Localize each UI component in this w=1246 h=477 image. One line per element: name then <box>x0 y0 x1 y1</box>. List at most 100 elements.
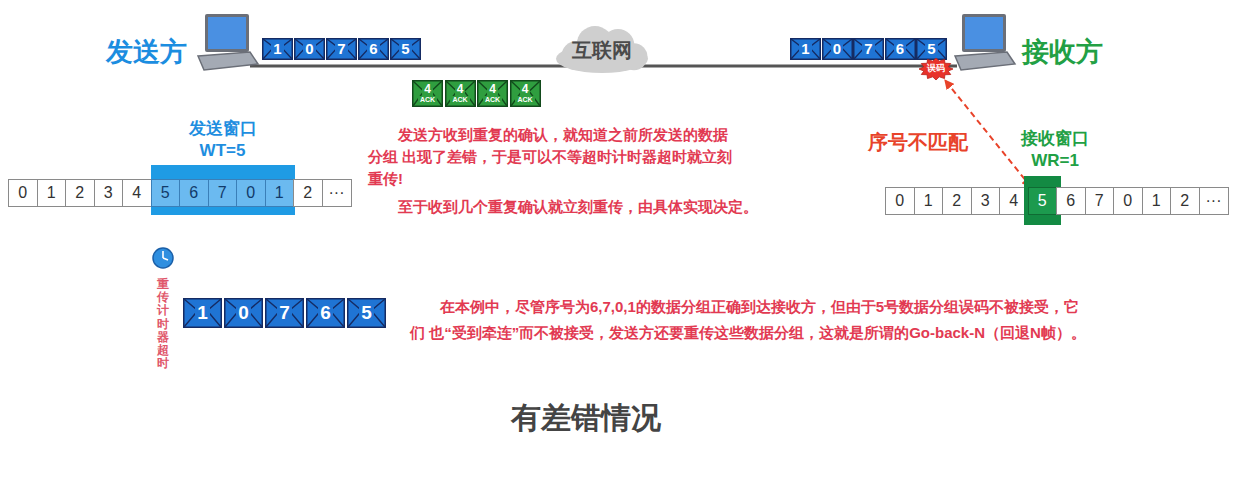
sequence-cell: 1 <box>37 179 67 207</box>
node-text: ··· <box>329 184 345 202</box>
envelope-body <box>885 39 915 60</box>
party-label: 发送方 <box>106 36 187 68</box>
envelope-flap <box>791 39 820 59</box>
laptop-screen <box>965 17 1003 49</box>
node-text: 0 <box>18 184 27 202</box>
node-text: 3 <box>981 192 990 210</box>
envelope-flap <box>307 299 344 327</box>
envelope-flap <box>511 81 540 106</box>
window-cell: 7 <box>208 179 238 207</box>
node-text: 5 <box>925 41 937 58</box>
data-packet: 0 <box>822 38 853 60</box>
sequence-cell: ··· <box>1199 187 1229 215</box>
sequence-cell: 1 <box>1142 187 1172 215</box>
ack-packet: 4ACK <box>477 80 508 107</box>
node-text: 4 <box>455 83 466 96</box>
retransmit-packet: 7 <box>265 298 304 328</box>
retransmit-packet: 0 <box>224 298 263 328</box>
node-text: 互联网 <box>572 39 632 61</box>
sequence-cell: 2 <box>65 179 95 207</box>
envelope-body <box>348 299 386 328</box>
envelope-flap <box>184 299 221 327</box>
timer-clock <box>153 248 173 268</box>
sequence-cell: 2 <box>942 187 972 215</box>
window-heading: WR=1 <box>1031 150 1079 172</box>
data-packet: 1 <box>790 38 821 60</box>
sequence-cell: 0 <box>8 179 38 207</box>
envelope-body <box>295 39 325 60</box>
receiver-laptop <box>955 14 1015 70</box>
node-text: 误码 <box>927 64 945 74</box>
envelope-body <box>266 299 304 328</box>
clock-hand <box>163 258 168 260</box>
node-text: 4 <box>487 83 498 96</box>
window-heading: 接收窗口 <box>1021 128 1089 150</box>
envelope-flap <box>348 299 385 327</box>
data-packet: 6 <box>358 38 389 60</box>
node-text: 1 <box>1152 192 1161 210</box>
window-cell: 5 <box>151 179 181 207</box>
envelope-flap <box>225 299 262 327</box>
envelope-flap <box>823 39 852 59</box>
ack-packet: 4ACK <box>445 80 476 107</box>
data-packet: 7 <box>853 38 884 60</box>
note-text: 在本例中，尽管序号为6,7,0,1的数据分组正确到达接收方，但由于5号数据分组误… <box>410 294 1087 347</box>
sequence-cell: 1 <box>914 187 944 215</box>
node-text: 0 <box>246 184 255 202</box>
node-text: 1 <box>271 41 283 58</box>
node-text: ACK <box>450 96 469 104</box>
window-cell: 6 <box>179 179 209 207</box>
node-text: 7 <box>277 303 292 324</box>
node-text: 5 <box>359 303 374 324</box>
node-text: 5 <box>161 184 170 202</box>
window-cell: 1 <box>265 179 295 207</box>
node-text: 7 <box>1095 192 1104 210</box>
data-packet: 0 <box>294 38 325 60</box>
laptop-screen-frame <box>962 14 1006 52</box>
envelope-flap <box>327 39 356 59</box>
node-text: 6 <box>894 41 906 58</box>
sequence-cell: ··· <box>322 179 352 207</box>
envelope-body <box>184 299 222 328</box>
data-packet: 6 <box>885 38 916 60</box>
node-text: ACK <box>418 96 437 104</box>
envelope-flap <box>854 39 883 59</box>
sender-laptop <box>198 14 258 70</box>
envelope-body <box>263 39 293 60</box>
node-text: 0 <box>1123 192 1132 210</box>
node-text: 7 <box>862 41 874 58</box>
node-text: 7 <box>218 184 227 202</box>
envelope-body <box>917 39 947 60</box>
envelope-flap <box>391 39 420 59</box>
node-text: 2 <box>303 184 312 202</box>
node-text: 4 <box>422 83 433 96</box>
sequence-cell: 2 <box>1170 187 1200 215</box>
node-text: 0 <box>236 303 251 324</box>
vertical-note: 重传计时器超时 <box>157 278 169 370</box>
window-heading: 发送窗口 <box>189 118 257 140</box>
laptop-screen-frame <box>205 14 249 52</box>
envelope-body <box>822 39 852 60</box>
node-text: 1 <box>924 192 933 210</box>
retransmit-packet: 1 <box>183 298 222 328</box>
laptop-screen <box>208 17 246 49</box>
envelope-body <box>510 81 540 107</box>
data-packet: 7 <box>326 38 357 60</box>
clock-hand <box>162 251 164 258</box>
envelope-body <box>478 81 508 107</box>
ack-packet: 4ACK <box>510 80 541 107</box>
envelope-flap <box>359 39 388 59</box>
node-text: 6 <box>367 41 379 58</box>
envelope-body <box>359 39 389 60</box>
note-text: 发送方收到重复的确认，就知道之前所发送的数据分组 出现了差错，于是可以不等超时计… <box>368 124 737 189</box>
sequence-cell: 6 <box>1056 187 1086 215</box>
envelope-body <box>445 81 475 107</box>
send-window: 发送窗口WT=556701 <box>151 118 295 215</box>
retransmit-packet: 6 <box>306 298 345 328</box>
node-text: 6 <box>1066 192 1075 210</box>
node-text: 6 <box>318 303 333 324</box>
node-text: 0 <box>831 41 843 58</box>
sequence-cell: 3 <box>94 179 124 207</box>
retransmit-packet: 5 <box>347 298 386 328</box>
